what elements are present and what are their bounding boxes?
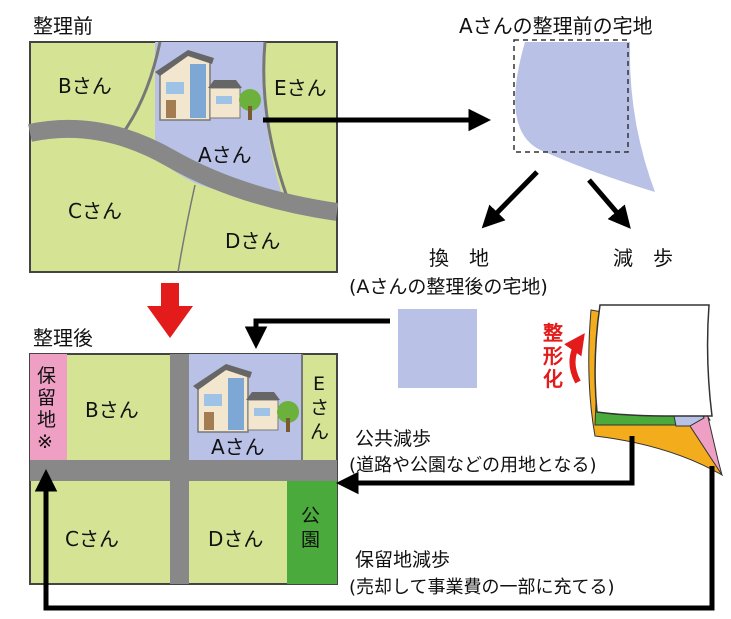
seikeika-char-3: 化 bbox=[543, 367, 563, 391]
house-icon bbox=[193, 364, 299, 433]
hoyuchi-char-4: ※ bbox=[37, 431, 53, 453]
down-arrow-icon bbox=[147, 283, 193, 338]
arrow-to-genpo bbox=[587, 178, 631, 229]
koen-char-2: 園 bbox=[301, 529, 320, 551]
before-title: 整理前 bbox=[33, 14, 93, 38]
after-map bbox=[29, 353, 338, 585]
before-map bbox=[28, 41, 339, 273]
kanchi-label: 換 地 bbox=[429, 246, 489, 270]
arrow-to-after bbox=[244, 318, 390, 349]
new-lot-square bbox=[398, 309, 477, 388]
after-title: 整理後 bbox=[33, 326, 93, 350]
public-genpo-note: (道路や公園などの用地となる) bbox=[349, 455, 597, 476]
before-lot-d: Dさん bbox=[225, 229, 280, 253]
reserve-genpo-title: 保留地減歩 bbox=[355, 549, 450, 571]
before-lot-c: Cさん bbox=[68, 199, 122, 223]
lot-a-before-title: Aさんの整理前の宅地 bbox=[459, 14, 653, 38]
genpo-sheets bbox=[588, 304, 724, 477]
after-lot-a: Aさん bbox=[211, 435, 265, 459]
hoyuchi-char-2: 留 bbox=[37, 387, 56, 409]
arrow-reserve-genpo bbox=[34, 466, 715, 611]
after-lot-e: E さ ん bbox=[310, 373, 335, 443]
after-lot-b: Bさん bbox=[85, 398, 139, 422]
after-lot-d: Dさん bbox=[208, 527, 263, 551]
hoyuchi-char-3: 地 bbox=[37, 409, 56, 431]
public-genpo-title: 公共減歩 bbox=[355, 428, 431, 450]
seikeika-label: 整 形 化 bbox=[542, 321, 570, 391]
before-lot-a: Aさん bbox=[198, 143, 252, 167]
koen-char-1: 公 bbox=[301, 505, 320, 527]
after-lot-e-char-2: さ bbox=[310, 397, 329, 419]
after-lot-c: Cさん bbox=[65, 527, 119, 551]
after-lot-e-char-3: ん bbox=[310, 421, 329, 443]
reserve-genpo-note: (売却して事業費の一部に充てる) bbox=[349, 577, 615, 598]
house-icon bbox=[155, 50, 261, 121]
before-lot-b: Bさん bbox=[58, 74, 112, 98]
before-lot-e: Eさん bbox=[274, 76, 327, 100]
seikeika-char-2: 形 bbox=[543, 344, 563, 368]
genpo-label: 減 歩 bbox=[613, 246, 673, 270]
seikeika-char-1: 整 bbox=[542, 321, 563, 345]
hoyuchi-char-1: 保 bbox=[37, 365, 56, 387]
hoyuchi-label: 保 留 地 ※ bbox=[37, 365, 62, 453]
arrow-to-kanchi bbox=[481, 170, 539, 229]
arrow-public-genpo bbox=[336, 436, 635, 495]
after-lot-e-char-1: E bbox=[313, 373, 325, 395]
koen-label: 公 園 bbox=[301, 505, 326, 551]
kanchi-note: (Aさんの整理後の宅地) bbox=[349, 276, 548, 298]
lot-a-shape bbox=[513, 39, 655, 192]
curved-arrow-icon bbox=[564, 333, 585, 384]
